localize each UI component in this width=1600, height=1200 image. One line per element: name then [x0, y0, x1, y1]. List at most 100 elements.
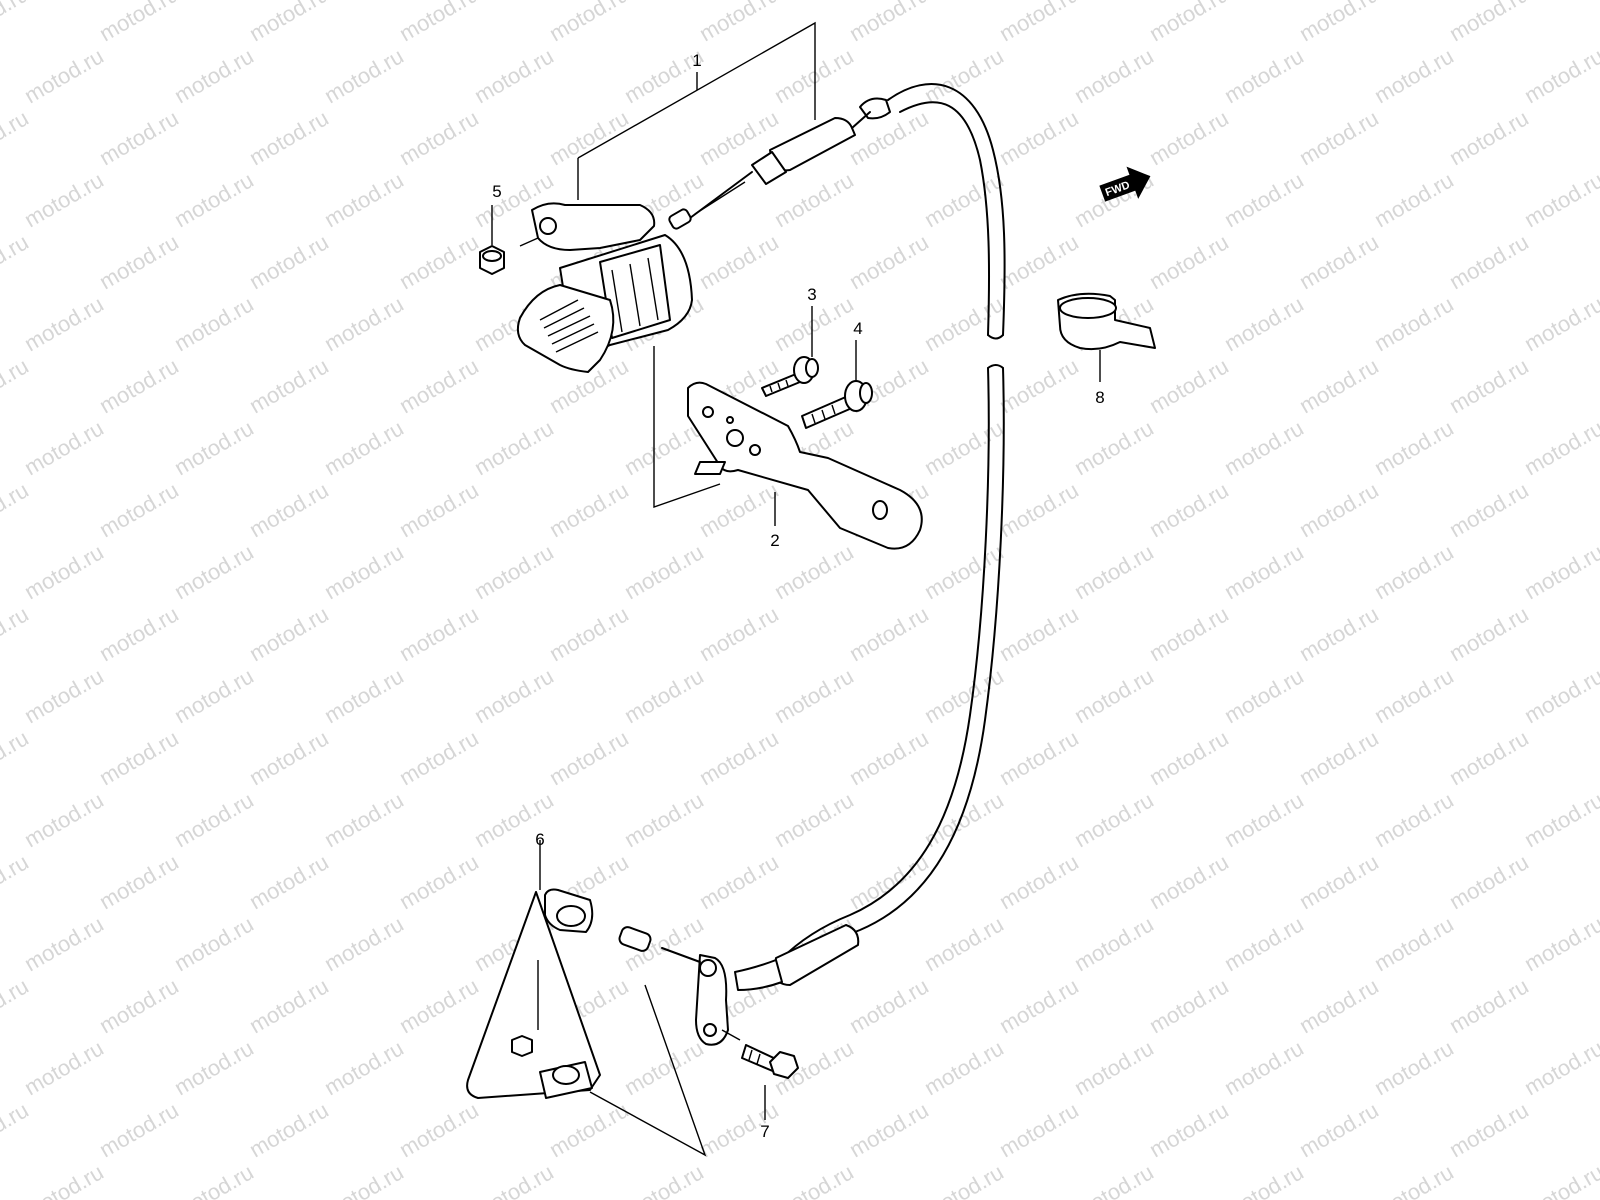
watermark-text: motod.ru — [1370, 539, 1458, 604]
watermark-text: motod.ru — [1295, 229, 1383, 294]
watermark-text: motod.ru — [1520, 43, 1600, 108]
watermark-text: motod.ru — [920, 1159, 1008, 1200]
watermark-text: motod.ru — [920, 291, 1008, 356]
watermark-text: motod.ru — [95, 105, 183, 170]
watermark-text: motod.ru — [995, 353, 1083, 418]
watermark-text: motod.ru — [920, 911, 1008, 976]
watermark-text: motod.ru — [245, 477, 333, 542]
watermark-text: motod.ru — [1370, 663, 1458, 728]
watermark-text: motod.ru — [1070, 43, 1158, 108]
watermark-text: motod.ru — [170, 43, 258, 108]
watermark-text: motod.ru — [0, 105, 33, 170]
part-5-nut — [479, 205, 539, 275]
watermark-text: motod.ru — [0, 0, 33, 46]
watermark-text: motod.ru — [245, 0, 333, 46]
watermark-text: motod.ru — [470, 1159, 558, 1200]
watermark-text: motod.ru — [320, 787, 408, 852]
watermark-text: motod.ru — [1145, 601, 1233, 666]
watermark-text: motod.ru — [245, 229, 333, 294]
watermark-text: motod.ru — [170, 911, 258, 976]
watermark-text: motod.ru — [845, 973, 933, 1038]
part-7-bolt — [721, 1029, 799, 1120]
part-2-bracket-plate — [653, 346, 923, 550]
watermark-text: motod.ru — [1220, 1035, 1308, 1100]
watermark-text: motod.ru — [1070, 911, 1158, 976]
watermark-text: motod.ru — [1295, 477, 1383, 542]
watermark-text: motod.ru — [1445, 725, 1533, 790]
watermark-text: motod.ru — [845, 601, 933, 666]
watermark-text: motod.ru — [995, 973, 1083, 1038]
watermark-text: motod.ru — [1145, 353, 1233, 418]
watermark-text: motod.ru — [245, 973, 333, 1038]
watermark-text: motod.ru — [620, 539, 708, 604]
watermark-text: motod.ru — [1445, 353, 1533, 418]
watermark-text: motod.ru — [1445, 849, 1533, 914]
watermark-text: motod.ru — [395, 1097, 483, 1162]
watermark-text: motod.ru — [245, 601, 333, 666]
watermark-text: motod.ru — [1520, 415, 1600, 480]
watermark-text: motod.ru — [395, 229, 483, 294]
watermark-text: motod.ru — [1520, 1159, 1600, 1200]
watermark-text: motod.ru — [20, 1035, 108, 1100]
watermark-text: motod.ru — [1595, 973, 1600, 1038]
watermark-text: motod.ru — [320, 43, 408, 108]
watermark-text: motod.ru — [845, 0, 933, 46]
watermark-text: motod.ru — [545, 0, 633, 46]
watermark-text: motod.ru — [1295, 973, 1383, 1038]
watermark-text: motod.ru — [20, 1159, 108, 1200]
watermark-text: motod.ru — [920, 539, 1008, 604]
watermark-text: motod.ru — [0, 973, 33, 1038]
watermark-text: motod.ru — [1070, 1035, 1158, 1100]
watermark-text: motod.ru — [20, 167, 108, 232]
watermark-text: motod.ru — [1295, 1097, 1383, 1162]
watermark-text: motod.ru — [320, 539, 408, 604]
watermark-text: motod.ru — [1145, 0, 1233, 46]
watermark-text: motod.ru — [1520, 539, 1600, 604]
watermark-text: motod.ru — [995, 849, 1083, 914]
watermark-text: motod.ru — [95, 1097, 183, 1162]
watermark-text: motod.ru — [0, 601, 33, 666]
watermark-text: motod.ru — [1070, 539, 1158, 604]
watermark-text: motod.ru — [20, 415, 108, 480]
watermark-text: motod.ru — [620, 1035, 708, 1100]
watermark-text: motod.ru — [1595, 601, 1600, 666]
watermark-text: motod.ru — [395, 849, 483, 914]
watermark-text: motod.ru — [320, 1159, 408, 1200]
watermark-text: motod.ru — [95, 601, 183, 666]
watermark-text: motod.ru — [995, 105, 1083, 170]
watermark-text: motod.ru — [1145, 229, 1233, 294]
watermark-text: motod.ru — [395, 105, 483, 170]
watermark-text: motod.ru — [620, 663, 708, 728]
watermark-text: motod.ru — [1445, 477, 1533, 542]
watermark-text: motod.ru — [695, 0, 783, 46]
watermark-text: motod.ru — [1220, 291, 1308, 356]
watermark-text: motod.ru — [1145, 1097, 1233, 1162]
watermark-text: motod.ru — [1370, 291, 1458, 356]
watermark-text: motod.ru — [920, 167, 1008, 232]
watermark-text: motod.ru — [1145, 973, 1233, 1038]
watermark-text: motod.ru — [1370, 787, 1458, 852]
watermark-text: motod.ru — [320, 911, 408, 976]
watermark-text: motod.ru — [170, 539, 258, 604]
watermark-text: motod.ru — [320, 663, 408, 728]
watermark-text: motod.ru — [1595, 353, 1600, 418]
watermark-text: motod.ru — [545, 105, 633, 170]
watermark-text: motod.ru — [395, 725, 483, 790]
watermark-text: motod.ru — [695, 849, 783, 914]
callout-labels: 1 2 3 4 5 6 7 8 — [492, 51, 1104, 1141]
watermark-text: motod.ru — [20, 787, 108, 852]
watermark-text: motod.ru — [770, 663, 858, 728]
watermark-text: motod.ru — [170, 663, 258, 728]
watermark-text: motod.ru — [320, 1035, 408, 1100]
watermark-text: motod.ru — [170, 291, 258, 356]
watermark-text: motod.ru — [1295, 849, 1383, 914]
watermark-text: motod.ru — [1295, 725, 1383, 790]
watermark-text: motod.ru — [1520, 167, 1600, 232]
watermark-text: motod.ru — [170, 1159, 258, 1200]
watermark-text: motod.ru — [1520, 663, 1600, 728]
watermark-text: motod.ru — [920, 1035, 1008, 1100]
watermark-text: motod.ru — [320, 415, 408, 480]
part-8-clamp — [1057, 292, 1156, 382]
watermark-text: motod.ru — [995, 1097, 1083, 1162]
watermark-text: motod.ru — [95, 229, 183, 294]
